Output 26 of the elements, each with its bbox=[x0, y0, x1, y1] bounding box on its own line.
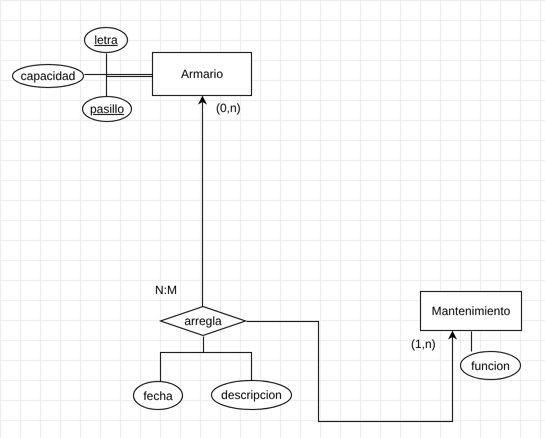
node-label: arregla bbox=[184, 314, 222, 328]
attribute-ellipse bbox=[12, 64, 84, 88]
entity-box bbox=[420, 291, 522, 331]
cardinality-label: (1,n) bbox=[411, 337, 436, 351]
node-label: funcion bbox=[471, 358, 510, 372]
cardinality-label: (0,n) bbox=[216, 101, 241, 115]
node-label: Armario bbox=[180, 67, 223, 81]
arrow bbox=[246, 321, 457, 422]
attribute-ellipse bbox=[133, 381, 183, 410]
arrow bbox=[198, 96, 207, 307]
node-label: descripcion bbox=[221, 388, 282, 402]
connector-line bbox=[203, 336, 252, 381]
node-label: capacidad bbox=[20, 69, 76, 83]
attribute-ellipse bbox=[211, 380, 292, 410]
connector-line bbox=[471, 331, 472, 352]
node-label: fecha bbox=[143, 388, 173, 402]
relationship-diamond bbox=[160, 306, 246, 336]
node-label: Mantenimiento bbox=[432, 304, 510, 318]
key-attribute-label: pasillo bbox=[90, 102, 124, 116]
connector-line bbox=[84, 74, 153, 75]
attribute-ellipse bbox=[82, 96, 132, 122]
attribute-ellipse bbox=[84, 27, 128, 53]
entity-box bbox=[152, 52, 252, 96]
attribute-ellipse bbox=[460, 351, 521, 380]
key-attribute-label: letra bbox=[94, 33, 118, 47]
cardinality-label: N:M bbox=[155, 283, 177, 297]
